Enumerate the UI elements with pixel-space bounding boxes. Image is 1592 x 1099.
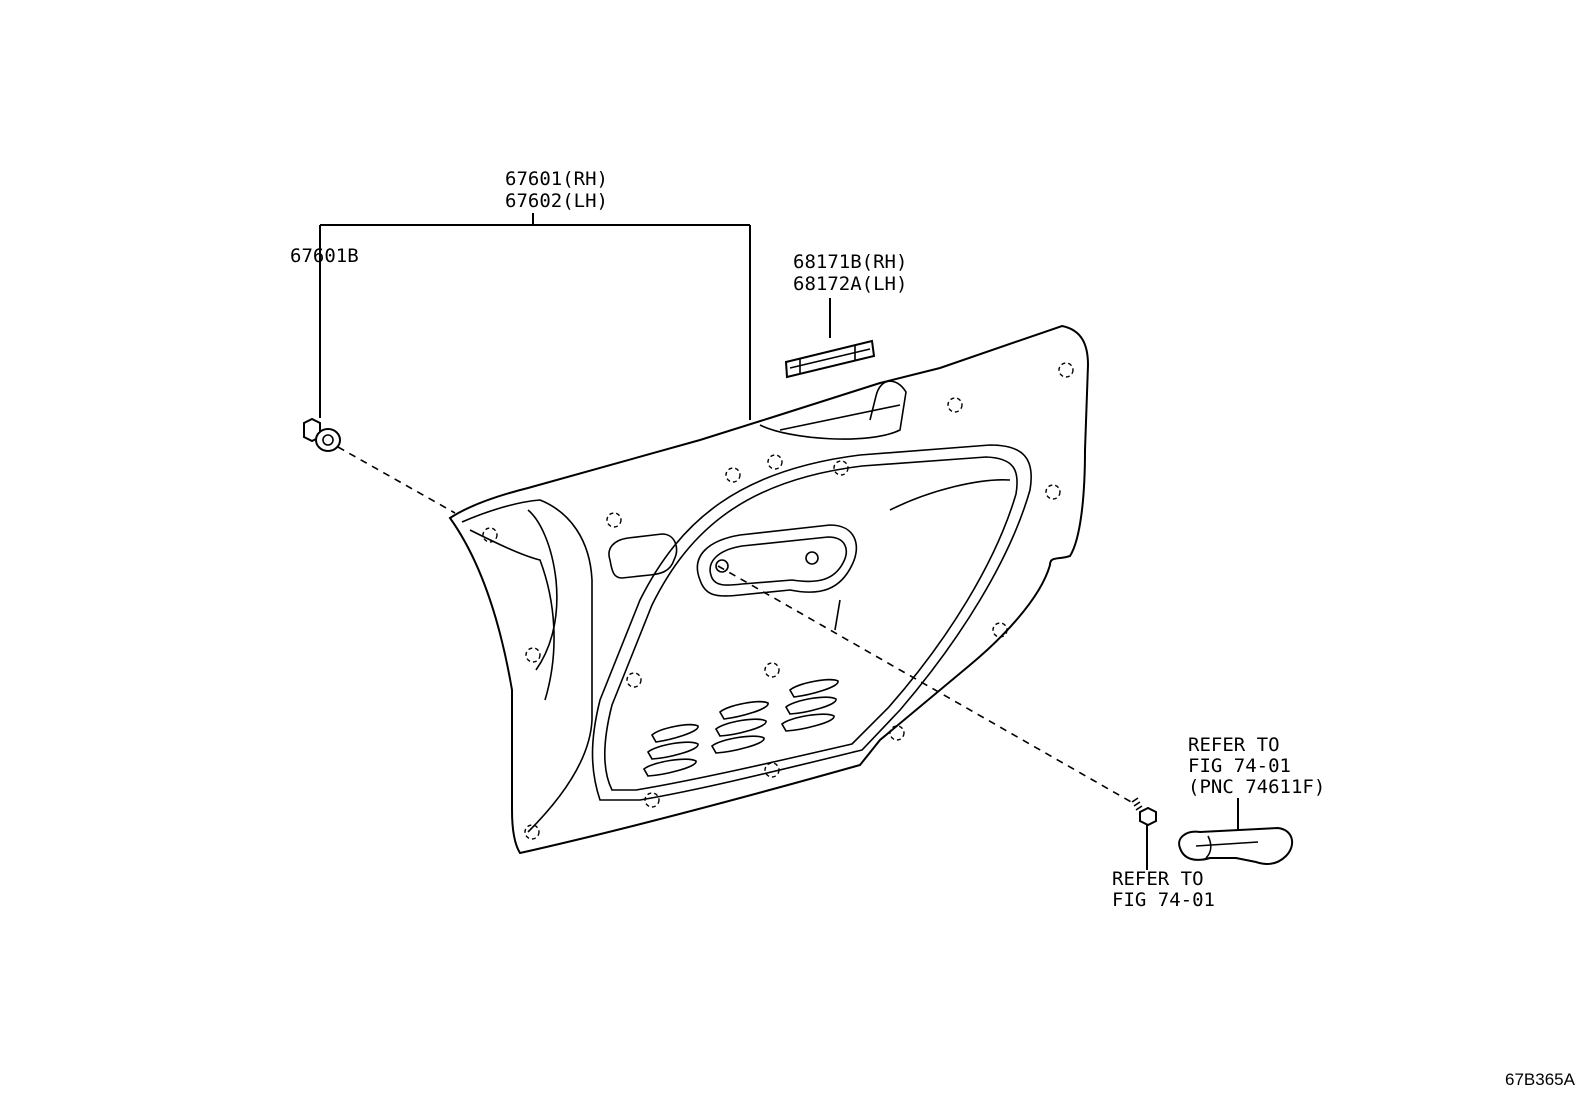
label-clip: 67601B [290, 245, 359, 267]
label-trim-rh: 67601(RH) [505, 168, 608, 190]
label-weatherstrip-lh: 68172A(LH) [793, 273, 907, 295]
speaker-grille [642, 678, 839, 777]
label-grip-ref-1: REFER TO [1188, 734, 1280, 756]
label-grip-ref-3: (PNC 74611F) [1188, 776, 1325, 798]
label-trim-lh: 67602(LH) [505, 190, 608, 212]
weatherstrip [784, 339, 876, 379]
door-trim-board [448, 324, 1090, 855]
clip-67601b [303, 417, 341, 452]
screw-dashed-line [717, 565, 1134, 804]
screw [1131, 797, 1157, 827]
clip-dashed-line [337, 446, 456, 514]
leader-lines [319, 213, 1239, 870]
label-grip-ref-2: FIG 74-01 [1188, 755, 1291, 777]
label-weatherstrip-rh: 68171B(RH) [793, 251, 907, 273]
label-screw-ref-1: REFER TO [1112, 868, 1204, 890]
label-screw-ref-2: FIG 74-01 [1112, 889, 1215, 911]
assist-grip [1178, 826, 1294, 865]
clip-holes [482, 362, 1074, 840]
diagram-code: 67B365A [1505, 1070, 1576, 1089]
